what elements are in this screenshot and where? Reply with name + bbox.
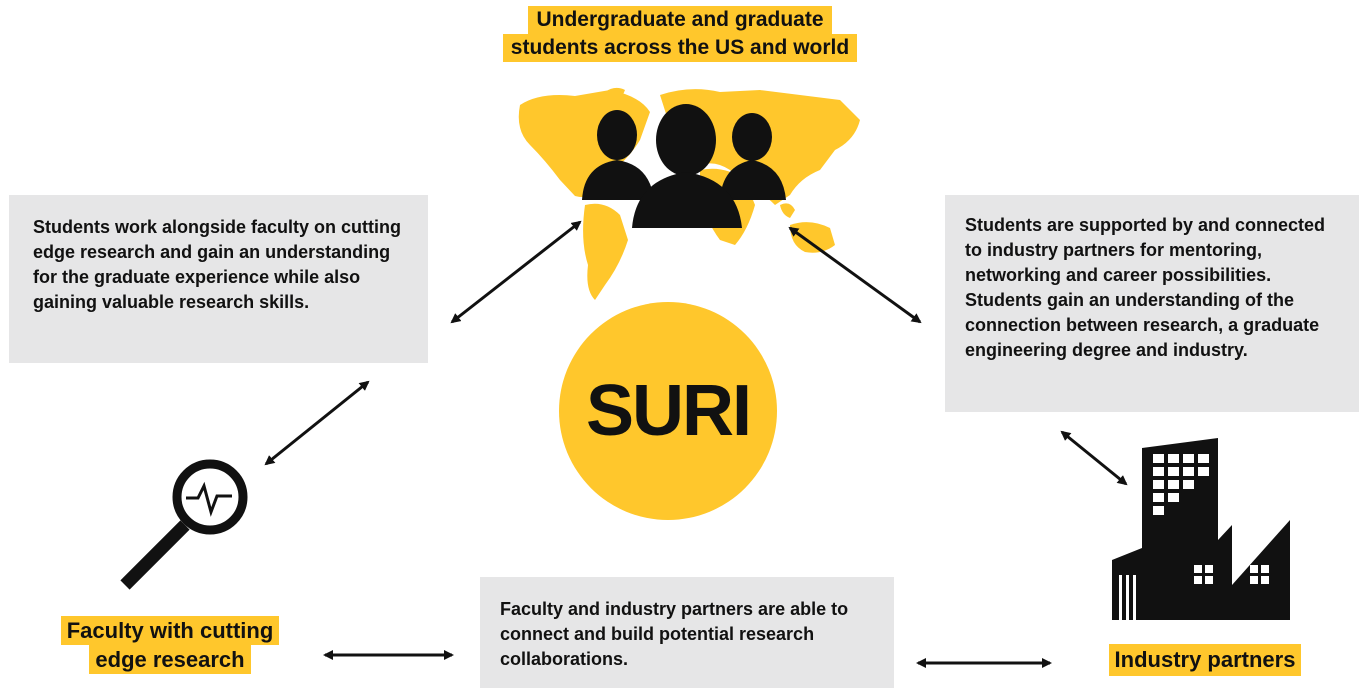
arrow-faculty-box-magnifier [264, 380, 370, 466]
arrow-students-faculty-box [450, 220, 582, 324]
title-line-1: Undergraduate and graduate [528, 6, 832, 34]
arrow-students-industry-box [788, 226, 922, 324]
connector-arrows [264, 220, 1128, 668]
arrow-industry-box-buildings [1060, 430, 1128, 486]
students-faculty-box: Students work alongside faculty on cutti… [9, 195, 428, 363]
faculty-industry-box: Faculty and industry partners are able t… [480, 577, 894, 688]
buildings-icon [1112, 438, 1290, 620]
suri-circle [559, 302, 777, 520]
faculty-label: Faculty with cutting edge research [30, 616, 310, 674]
suri-label: SURI [585, 371, 752, 451]
industry-label: Industry partners [1080, 644, 1330, 676]
title-line-2: students across the US and world [502, 34, 858, 62]
students-faculty-text: Students work alongside faculty on cutti… [33, 217, 402, 312]
students-group-icon [582, 104, 786, 228]
students-industry-box: Students are supported by and connected … [945, 195, 1359, 412]
magnifier-pulse-icon [120, 459, 248, 590]
title: Undergraduate and graduate students acro… [470, 6, 890, 62]
faculty-label-line-1: Faculty with cutting [60, 616, 280, 645]
industry-label-text: Industry partners [1108, 644, 1302, 676]
students-industry-text: Students are supported by and connected … [965, 215, 1326, 360]
faculty-label-line-2: edge research [89, 645, 251, 674]
faculty-industry-text: Faculty and industry partners are able t… [500, 599, 849, 669]
